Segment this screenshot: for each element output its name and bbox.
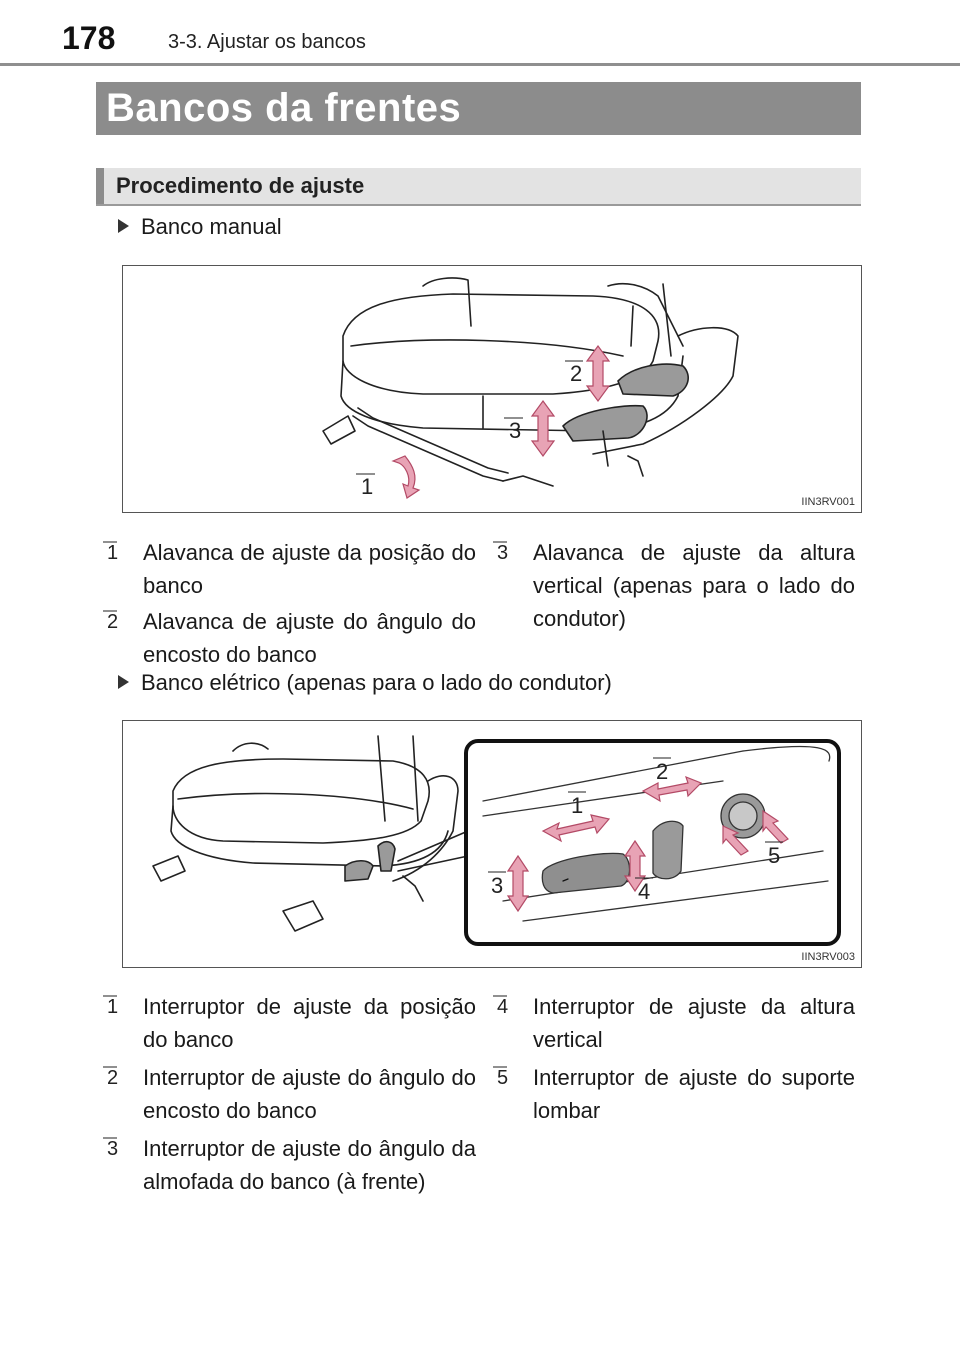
electric-seat-heading: Banco elétrico (apenas para o lado do co… (118, 670, 612, 696)
electric-callout-5: 5 (768, 843, 780, 868)
legend-text: Alavanca de ajuste da posição do banco (143, 540, 476, 598)
legend-number-icon: 2 (103, 1064, 125, 1088)
legend-number-icon: 4 (493, 993, 515, 1017)
legend-number-icon: 3 (103, 1135, 125, 1159)
electric-seat-illustration: 1 2 3 4 5 (152, 735, 841, 946)
triangle-bullet-icon (118, 675, 129, 689)
triangle-bullet-icon (118, 219, 129, 233)
legend-number-icon: 1 (103, 539, 125, 563)
electric-callout-4: 4 (638, 879, 650, 904)
manual-seat-heading: Banco manual (118, 214, 282, 240)
svg-text:2: 2 (107, 611, 118, 632)
legend-text: Interruptor de ajuste da altura vertical (533, 994, 855, 1052)
svg-text:1: 1 (107, 542, 118, 563)
manual-callout-1: 1 (361, 474, 373, 499)
electric-callout-3: 3 (491, 873, 503, 898)
electric-seat-heading-text: Banco elétrico (apenas para o lado do co… (141, 670, 612, 695)
svg-text:2: 2 (107, 1067, 118, 1088)
legend-number-icon: 3 (493, 539, 515, 563)
legend-number-icon: 1 (103, 993, 125, 1017)
manual-seat-figure: 2 3 1 IIN3RV001 (122, 265, 862, 513)
page-title-bar: Bancos da frentes (96, 82, 861, 135)
manual-figure-code: IIN3RV001 (801, 496, 855, 508)
legend-number-icon: 2 (103, 608, 125, 632)
electric-seat-figure: 1 2 3 4 5 IIN3RV003 (122, 720, 862, 968)
legend-text: Interruptor de ajuste do ângulo do encos… (143, 1065, 476, 1123)
electric-callout-2: 2 (656, 759, 668, 784)
section-accent (96, 168, 104, 204)
legend-number-icon: 5 (493, 1064, 515, 1088)
section-title: Procedimento de ajuste (116, 173, 365, 198)
legend-text: Alavanca de ajuste da altura vertical (a… (533, 540, 855, 631)
svg-text:5: 5 (497, 1067, 508, 1088)
svg-text:1: 1 (107, 996, 118, 1017)
legend-text: Interruptor de ajuste do suporte lombar (533, 1065, 855, 1123)
legend-text: Interruptor de ajuste do ângulo da almof… (143, 1136, 476, 1194)
electric-callout-1: 1 (571, 793, 583, 818)
manual-callout-3: 3 (509, 418, 521, 443)
breadcrumb: 3-3. Ajustar os bancos (168, 31, 366, 53)
header-rule (0, 63, 960, 66)
svg-text:3: 3 (107, 1138, 118, 1159)
svg-text:3: 3 (497, 542, 508, 563)
manual-callout-2: 2 (570, 361, 582, 386)
electric-figure-code: IIN3RV003 (801, 951, 855, 963)
page-number: 178 (62, 20, 116, 56)
page-title: Bancos da frentes (106, 86, 462, 130)
manual-seat-illustration: 2 3 1 (322, 277, 739, 499)
svg-text:4: 4 (497, 996, 508, 1017)
legend-text: Interruptor de ajuste da posição do banc… (143, 994, 476, 1052)
manual-seat-heading-text: Banco manual (141, 214, 282, 239)
section-title-bar: Procedimento de ajuste (96, 168, 861, 206)
legend-text: Alavanca de ajuste do ângulo do encosto … (143, 609, 476, 667)
